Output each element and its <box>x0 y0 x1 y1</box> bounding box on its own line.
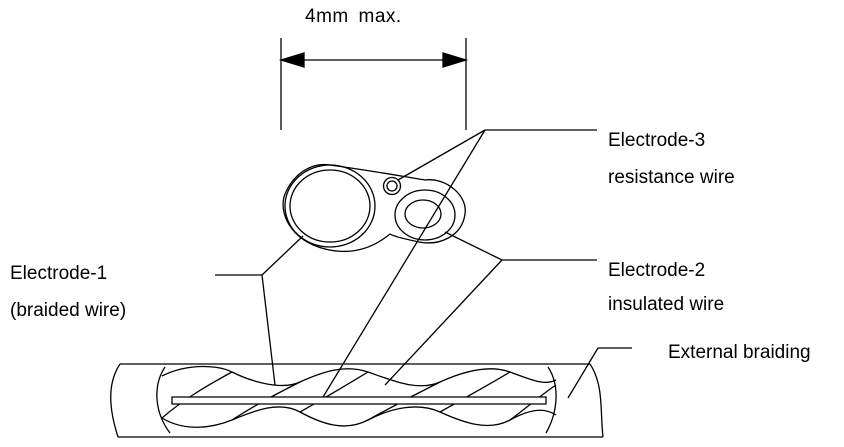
leader-electrode2-to-section <box>445 232 502 260</box>
external-braiding-label: External braiding <box>668 342 811 363</box>
twist-crossing-3 <box>300 372 368 412</box>
electrode-3-core <box>387 181 397 191</box>
leader-electrode1-to-side <box>262 275 275 385</box>
leader-electrode1-to-section <box>262 236 303 275</box>
electrode-2-conductor <box>405 200 441 228</box>
electrode-1-label: Electrode-1 <box>10 263 108 284</box>
electrode-1-outer-ring <box>285 165 375 247</box>
electrode-3-description: resistance wire <box>608 167 735 188</box>
leader-electrode3-to-section <box>398 130 485 180</box>
twist-crossing-1 <box>162 372 232 418</box>
leader-external-to-side <box>568 348 598 398</box>
cable-left-end <box>111 364 120 437</box>
electrode-1-core <box>290 170 370 242</box>
braiding-cut-right <box>546 367 556 433</box>
cable-cross-section <box>283 165 465 252</box>
dimension-arrow-right <box>443 53 466 67</box>
cable-right-end <box>590 364 603 437</box>
twist-bottom-contour <box>162 407 556 427</box>
leader-electrode3-to-side <box>320 130 485 402</box>
leader-lines <box>215 130 632 402</box>
twist-top-contour <box>162 367 556 386</box>
resistance-wire-side <box>172 397 546 404</box>
cross-section-outer-jacket <box>283 165 465 252</box>
electrode-2-description: insulated wire <box>608 294 725 315</box>
electrode-3-label: Electrode-3 <box>608 130 706 151</box>
electrode-2-insulation <box>395 190 455 240</box>
twist-crossing-5 <box>440 372 510 412</box>
braiding-cut-left <box>157 367 170 433</box>
dimension-label: 4mm max. <box>305 6 402 27</box>
cable-side-view <box>111 364 603 437</box>
dimension-arrow-left <box>281 53 304 67</box>
electrode-1-description: (braided wire) <box>10 300 127 321</box>
electrode-2-label: Electrode-2 <box>608 260 706 281</box>
leader-electrode2-to-side <box>385 260 502 385</box>
dimension-indicator <box>281 38 466 130</box>
electrode-3-outer <box>384 178 401 195</box>
